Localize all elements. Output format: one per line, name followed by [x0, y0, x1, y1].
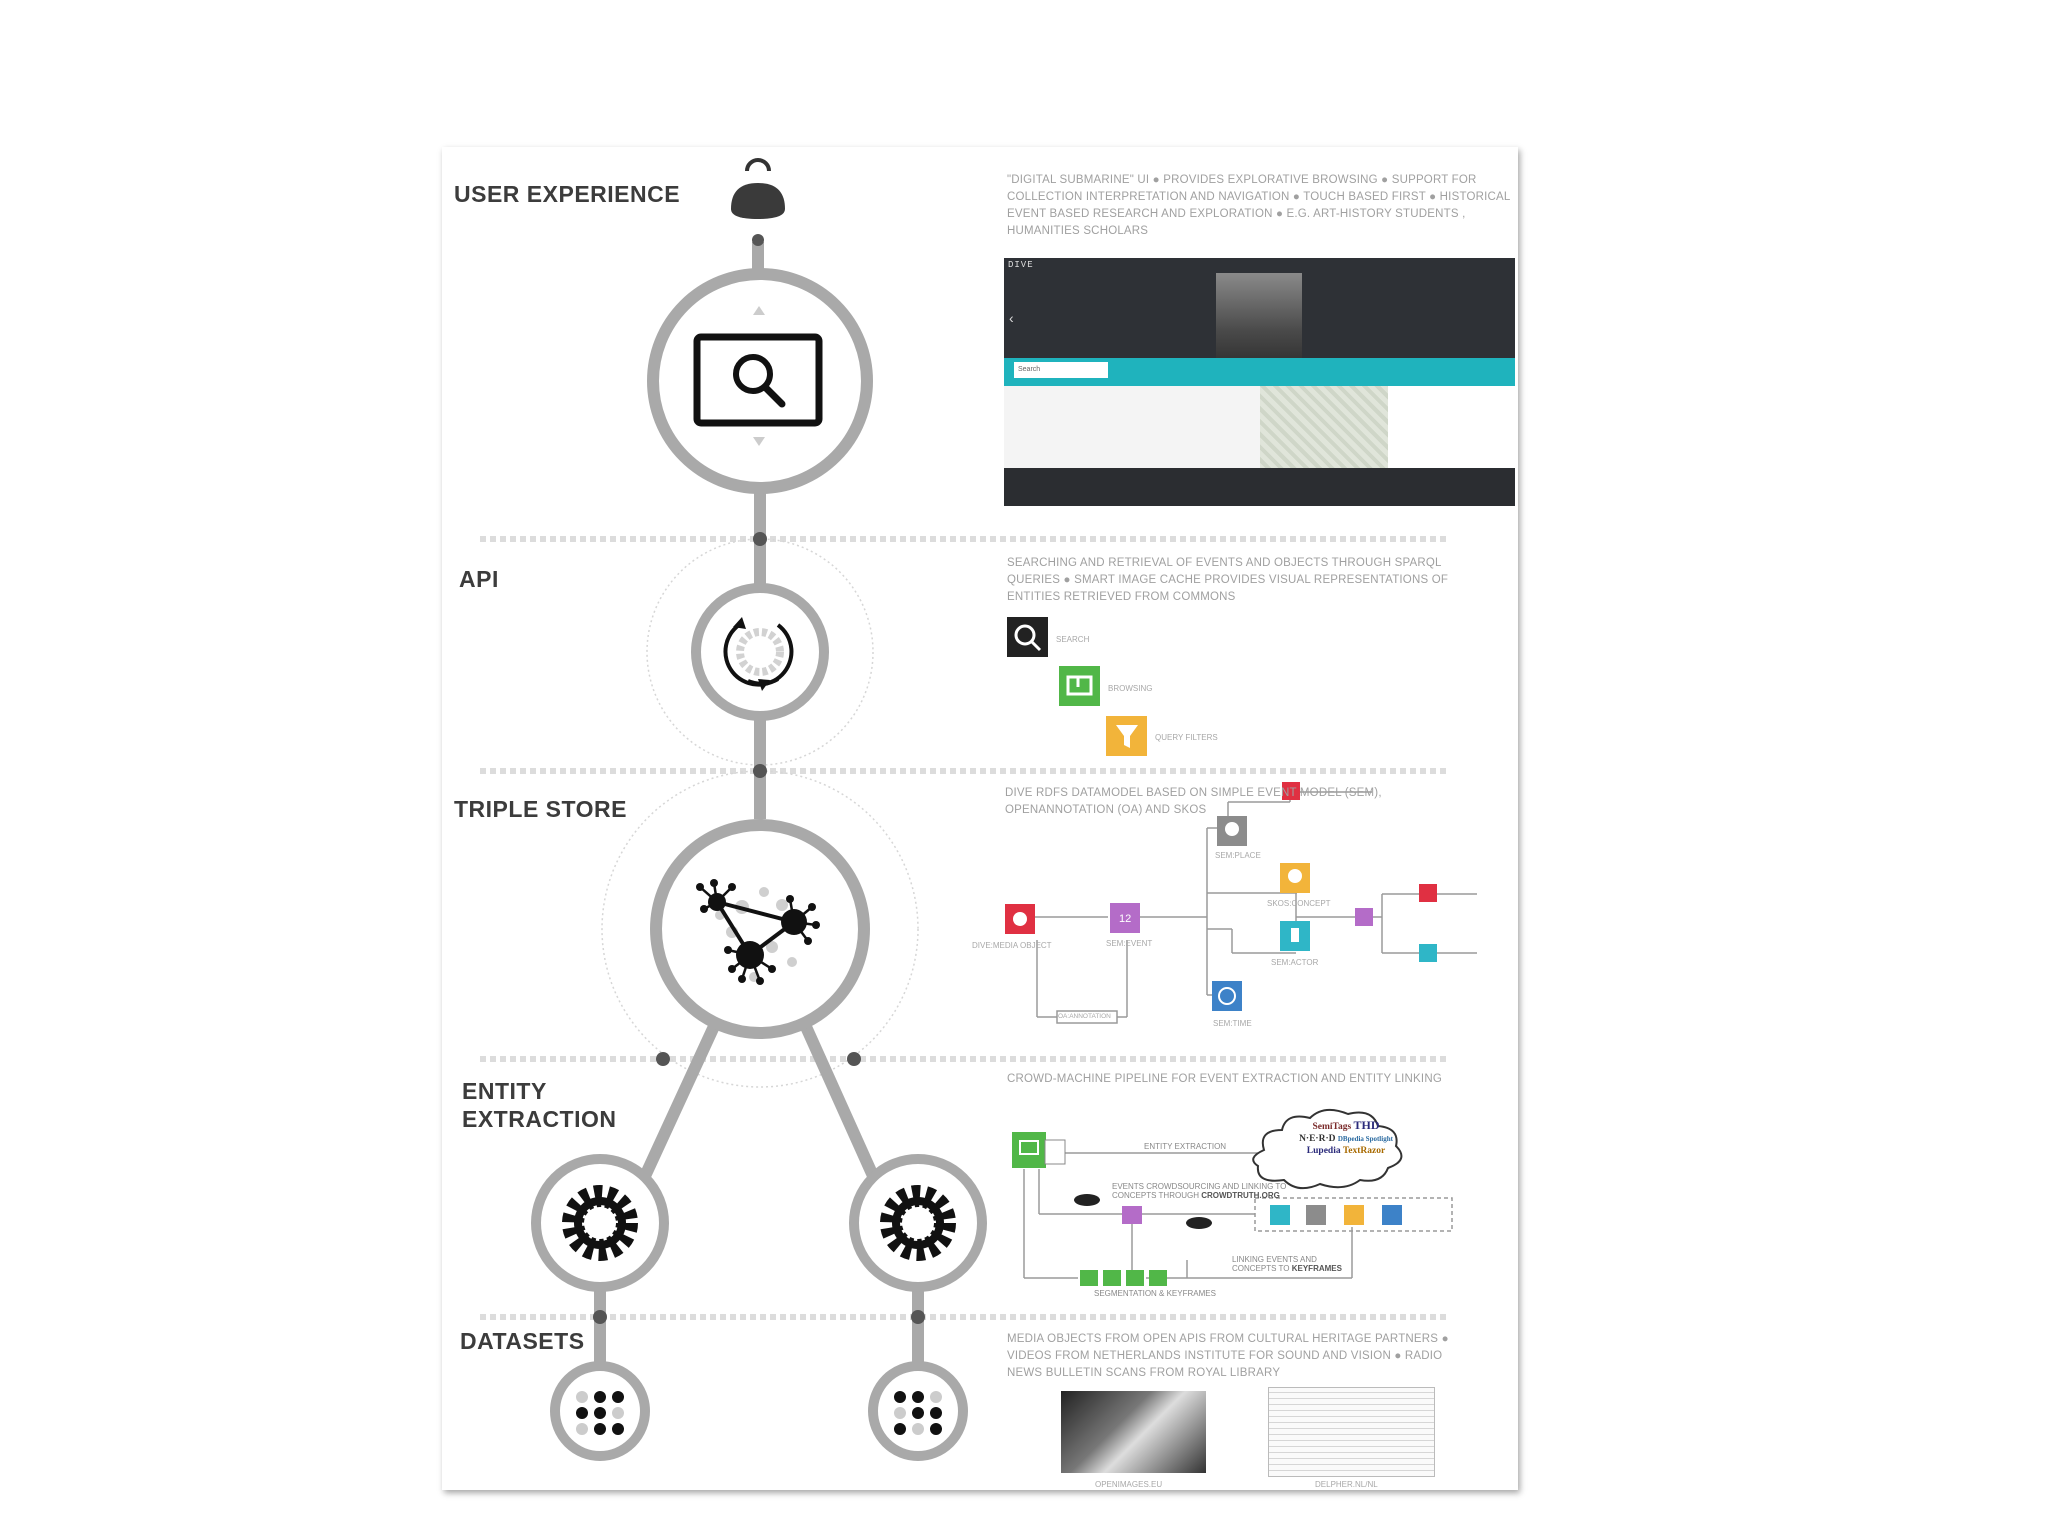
- layer-label-entity-extraction: ENTITY EXTRACTION: [462, 1077, 617, 1133]
- openimages-label: OPENIMAGES.EU: [1095, 1480, 1162, 1489]
- connector-actor-icon: [1419, 944, 1437, 962]
- pipeline-label-line: CONCEPTS TO KEYFRAMES: [1232, 1264, 1342, 1273]
- layer-label-triple-store: TRIPLE STORE: [454, 795, 627, 823]
- ux-description: "DIGITAL SUBMARINE" UI ● PROVIDES EXPLOR…: [1007, 172, 1512, 240]
- keyframes-icons: [1080, 1270, 1167, 1286]
- dataset-icon: [576, 1391, 624, 1435]
- pipeline-label-line: LINKING EVENTS AND: [1232, 1255, 1342, 1264]
- tool-label: DBpedia Spotlight: [1338, 1135, 1393, 1143]
- datamodel-graph: [1019, 792, 1477, 1023]
- pipeline-label-line: EVENTS CROWDSOURCING AND LINKING TO: [1112, 1182, 1286, 1191]
- place-icon: [1306, 1205, 1326, 1225]
- time-icon: [1212, 981, 1242, 1011]
- entity-extraction-node-right: [854, 1159, 982, 1287]
- screenshot-brand: DIVE: [1008, 260, 1034, 270]
- tools-cloud-labels: SemiTags THD N·E·R·D DBpedia Spotlight L…: [1286, 1119, 1406, 1157]
- dataset-icon: [894, 1391, 942, 1435]
- api-search-label: SEARCH: [1056, 635, 1089, 644]
- user-icon: [731, 160, 785, 219]
- datamodel-actor-label: SEM:ACTOR: [1271, 958, 1318, 967]
- connector-object-icon: [1419, 884, 1437, 902]
- pipeline-segmentation-label: SEGMENTATION & KEYFRAMES: [1094, 1289, 1216, 1298]
- pipeline-label-text: CONCEPTS THROUGH: [1112, 1191, 1199, 1200]
- concept-icon: [1344, 1205, 1364, 1225]
- time-icon: [1382, 1205, 1402, 1225]
- tool-label: N·E·R·D: [1299, 1134, 1335, 1144]
- video-icon: [1012, 1132, 1046, 1168]
- tool-label: THD: [1354, 1118, 1380, 1132]
- poster: USER EXPERIENCE API TRIPLE STORE ENTITY …: [442, 147, 1518, 1490]
- pipeline-entity-extraction-label: ENTITY EXTRACTION: [1144, 1142, 1226, 1151]
- dataset-node-left: [555, 1366, 645, 1456]
- layer-label-line: ENTITY: [462, 1077, 617, 1105]
- pipeline-crowdsourcing-label: EVENTS CROWDSOURCING AND LINKING TO CONC…: [1112, 1182, 1286, 1200]
- triple-store-node: [656, 825, 864, 1033]
- openimages-thumbnail: [1061, 1391, 1206, 1473]
- api-description: SEARCHING AND RETRIEVAL OF EVENTS AND OB…: [1007, 555, 1467, 606]
- api-browsing-label: BROWSING: [1108, 684, 1152, 693]
- tool-label: Lupedia: [1307, 1146, 1341, 1156]
- layer-label-datasets: DATASETS: [460, 1327, 585, 1355]
- entity-extraction-node-left: [536, 1159, 664, 1287]
- connector-event-icon: [1355, 908, 1373, 926]
- crowdtruth-label: CROWDTRUTH.ORG: [1201, 1191, 1280, 1200]
- entity-extraction-description: CROWD-MACHINE PIPELINE FOR EVENT EXTRACT…: [1007, 1071, 1517, 1088]
- dive-ui-screenshot: DIVE ‹ Search: [1004, 258, 1515, 506]
- api-node: [696, 588, 824, 716]
- delpher-thumbnail: [1268, 1387, 1435, 1477]
- actor-icon: [1270, 1205, 1290, 1225]
- layer-label-api: API: [459, 565, 499, 593]
- datamodel-media-object-label: DIVE:MEDIA OBJECT: [972, 941, 1052, 950]
- pipeline-label-line: CONCEPTS THROUGH CROWDTRUTH.ORG: [1112, 1191, 1286, 1200]
- layer-label-user-experience: USER EXPERIENCE: [454, 180, 680, 208]
- datamodel-concept-label: SKOS:CONCEPT: [1267, 899, 1331, 908]
- screenshot-search: Search: [1014, 362, 1108, 378]
- pipeline-label-text: CONCEPTS TO: [1232, 1264, 1290, 1273]
- layer-label-line: EXTRACTION: [462, 1105, 617, 1133]
- datamodel-time-label: SEM:TIME: [1213, 1019, 1252, 1028]
- keyframes-label: KEYFRAMES: [1292, 1264, 1342, 1273]
- screenshot-footer: [1004, 468, 1515, 506]
- datamodel-place-label: SEM:PLACE: [1215, 851, 1261, 860]
- api-search-icon: [1007, 617, 1048, 657]
- tool-label: SemiTags: [1312, 1122, 1351, 1132]
- api-filter-icon: [1106, 716, 1147, 756]
- ui-node: [653, 274, 867, 488]
- datamodel-event-label: SEM:EVENT: [1106, 939, 1152, 948]
- chevron-left-icon: ‹: [1009, 310, 1014, 326]
- event-icon: [1122, 1206, 1142, 1224]
- datamodel-annotation-label: OA:ANNOTATION: [1058, 1013, 1111, 1020]
- dataset-node-right: [873, 1366, 963, 1456]
- datamodel-event-day: 12: [1119, 913, 1131, 925]
- tool-label: TextRazor: [1343, 1146, 1385, 1156]
- api-query-filters-label: QUERY FILTERS: [1155, 733, 1218, 742]
- delpher-label: DELPHER.NL/NL: [1315, 1480, 1378, 1489]
- api-browsing-icon: [1059, 666, 1100, 706]
- pipeline-linking-label: LINKING EVENTS AND CONCEPTS TO KEYFRAMES: [1232, 1255, 1342, 1273]
- datasets-description: MEDIA OBJECTS FROM OPEN APIS FROM CULTUR…: [1007, 1331, 1477, 1382]
- triple-store-description: DIVE RDFS DATAMODEL BASED ON SIMPLE EVEN…: [1005, 785, 1475, 819]
